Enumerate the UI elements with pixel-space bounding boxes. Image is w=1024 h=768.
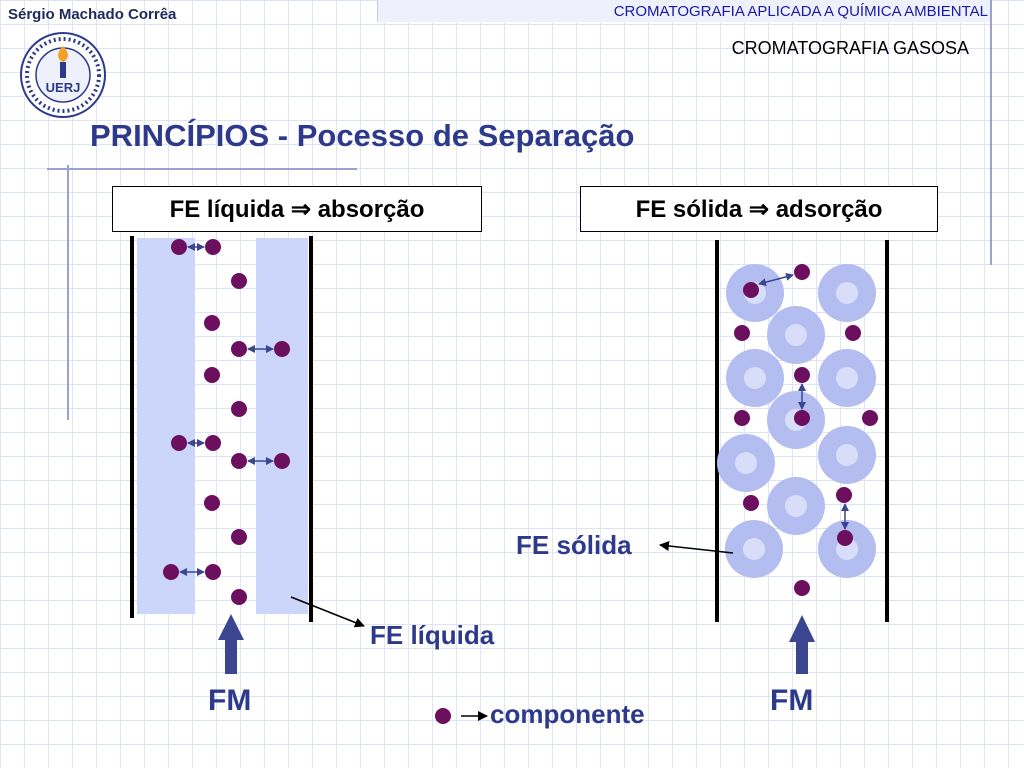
liquid-film-right [256, 238, 308, 614]
solid-particles [717, 264, 876, 578]
solid-components [734, 264, 878, 596]
uerj-logo-icon: UERJ [20, 32, 106, 118]
solid-phase-pointer [659, 541, 734, 554]
solid-particle [726, 349, 784, 407]
course-title: CROMATOGRAFIA APLICADA A QUÍMICA AMBIENT… [613, 3, 988, 20]
decorative-vertical-line [990, 0, 992, 265]
component-dot [845, 325, 861, 341]
component-dot [734, 325, 750, 341]
slide-title: PRINCÍPIOS - Pocesso de Separação [90, 118, 634, 154]
component-dot [794, 264, 810, 280]
component-dot [837, 530, 853, 546]
component-dot [794, 367, 810, 383]
header-bar [377, 0, 991, 22]
component-dot [743, 495, 759, 511]
component-dot [231, 529, 247, 545]
title-part-1: PRINCÍPIOS - [90, 118, 297, 153]
component-dot [274, 453, 290, 469]
decorative-horizontal-line [47, 168, 357, 170]
component-dot [734, 410, 750, 426]
liquid-components [163, 239, 290, 605]
liquid-exchange-arrows [179, 243, 274, 576]
component-dot [205, 564, 221, 580]
solid-particle [818, 264, 876, 322]
component-dot [231, 401, 247, 417]
solid-particle [818, 349, 876, 407]
liquid-phase-pointer [290, 596, 365, 628]
component-dot [794, 410, 810, 426]
solid-particle [818, 426, 876, 484]
solid-phase-box: FE sólida ⇒ adsorção [580, 186, 938, 232]
decorative-vertical-line-left [67, 165, 69, 420]
component-dot [743, 282, 759, 298]
component-dot [171, 435, 187, 451]
slide-subtitle: CROMATOGRAFIA GASOSA [731, 38, 969, 58]
solid-particle [767, 477, 825, 535]
component-dot [205, 435, 221, 451]
component-dot [204, 495, 220, 511]
component-dot [231, 273, 247, 289]
mobile-phase-label-left: FM [208, 684, 252, 717]
legend-component-dot [435, 708, 451, 724]
liquid-column [130, 236, 313, 622]
component-dot [205, 239, 221, 255]
solid-exchange-arrows [758, 272, 849, 530]
liquid-phase-label: FE líquida [370, 620, 495, 650]
fm-arrow-left-icon [218, 614, 244, 674]
component-dot [204, 315, 220, 331]
component-dot [862, 410, 878, 426]
solid-particle [767, 306, 825, 364]
solid-particle [818, 520, 876, 578]
component-dot [171, 239, 187, 255]
component-dot [274, 341, 290, 357]
component-dot [231, 341, 247, 357]
solid-column [715, 240, 889, 622]
logo-text: UERJ [46, 80, 81, 95]
solid-particle [725, 520, 783, 578]
mobile-phase-label-right: FM [770, 684, 814, 717]
legend-label: componente [490, 699, 645, 729]
component-dot [836, 487, 852, 503]
title-part-2: Pocesso de Separação [296, 118, 635, 153]
legend [435, 708, 488, 724]
component-dot [794, 580, 810, 596]
liquid-film-left [137, 238, 195, 614]
author-name: Sérgio Machado Corrêa [8, 6, 177, 23]
fm-arrow-right-icon [789, 615, 815, 674]
solid-particle [717, 434, 775, 492]
component-dot [231, 589, 247, 605]
exchange-arrow [758, 272, 794, 287]
component-dot [163, 564, 179, 580]
liquid-phase-box: FE líquida ⇒ absorção [112, 186, 482, 232]
component-dot [231, 453, 247, 469]
component-dot [204, 367, 220, 383]
solid-phase-label: FE sólida [516, 530, 632, 560]
